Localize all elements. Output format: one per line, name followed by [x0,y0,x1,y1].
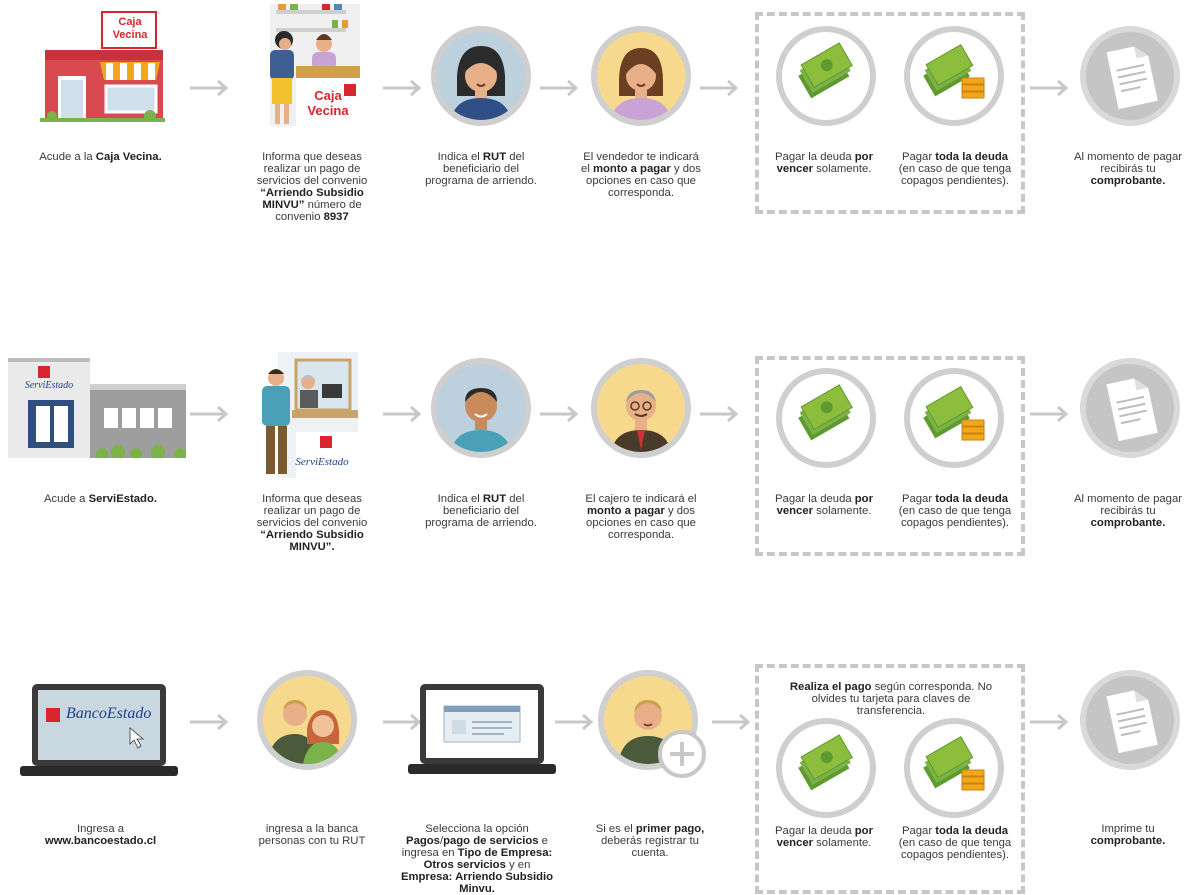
option-caption: Pagar toda la deuda (en caso de que teng… [898,151,1012,187]
payment-note: Realiza el pago según corresponda. No ol… [789,681,993,717]
payment-options-box [755,356,1025,556]
step-caption: El vendedor te indicará el monto a pagar… [581,151,701,199]
caja-vecina-store-icon [40,11,165,122]
arrow-right-icon [383,79,422,97]
cash-bills-icon [776,368,876,468]
laptop-bancoestado-icon [20,684,178,776]
step-caption: Acude a ServiEstado. [43,493,158,505]
option-caption: Pagar toda la deuda (en caso de que teng… [898,825,1012,861]
arrow-right-icon [1030,79,1069,97]
seller-woman-avatar [591,26,691,126]
serviestado-counter-icon [262,352,358,478]
receipt-document-icon [1080,26,1180,126]
option-caption: Pagar la deuda por vencer solamente. [775,493,873,517]
option-caption: Pagar la deuda por vencer solamente. [775,825,873,849]
cash-and-coins-icon [904,718,1004,818]
cashier-man-avatar [591,358,691,458]
cash-and-coins-icon [904,368,1004,468]
add-plus-icon [658,730,706,778]
option-caption: Pagar la deuda por vencer solamente. [775,151,873,175]
step-caption: Acude a la Caja Vecina. [39,151,162,163]
arrow-right-icon [712,713,751,731]
beneficiary-woman-avatar [431,26,531,126]
couple-avatar [257,670,357,770]
arrow-right-icon [1030,713,1069,731]
arrow-right-icon [540,79,579,97]
serviestado-building-icon [8,358,186,458]
arrow-right-icon [1030,405,1069,423]
serviestado-building-label: ServiEstado [24,380,74,391]
laptop-bancoestado-label: BancoEstado [66,705,152,722]
option-caption: Pagar toda la deuda (en caso de que teng… [898,493,1012,529]
arrow-right-icon [555,713,594,731]
step-caption: Selecciona la opción Pagos/pago de servi… [400,823,554,895]
receipt-document-icon [1080,358,1180,458]
arrow-right-icon [383,405,422,423]
receipt-document-icon [1080,670,1180,770]
arrow-right-icon [383,713,422,731]
payment-options-box [755,12,1025,214]
arrow-right-icon [700,79,739,97]
cash-bills-icon [776,718,876,818]
cash-and-coins-icon [904,26,1004,126]
beneficiary-man-avatar [431,358,531,458]
step-caption: Si es el primer pago, deberás registrar … [595,823,705,859]
arrow-right-icon [190,405,229,423]
serviestado-counter-label: ServiEstado [295,456,349,468]
arrow-right-icon [190,79,229,97]
laptop-payment-form-icon [408,684,556,774]
cash-bills-icon [776,26,876,126]
arrow-right-icon [700,405,739,423]
arrow-right-icon [540,405,579,423]
arrow-right-icon [190,713,229,731]
step-caption: El cajero te indicará el monto a pagar y… [585,493,697,541]
payment-options-box [755,664,1025,894]
caja-vecina-counter-icon [270,4,360,126]
